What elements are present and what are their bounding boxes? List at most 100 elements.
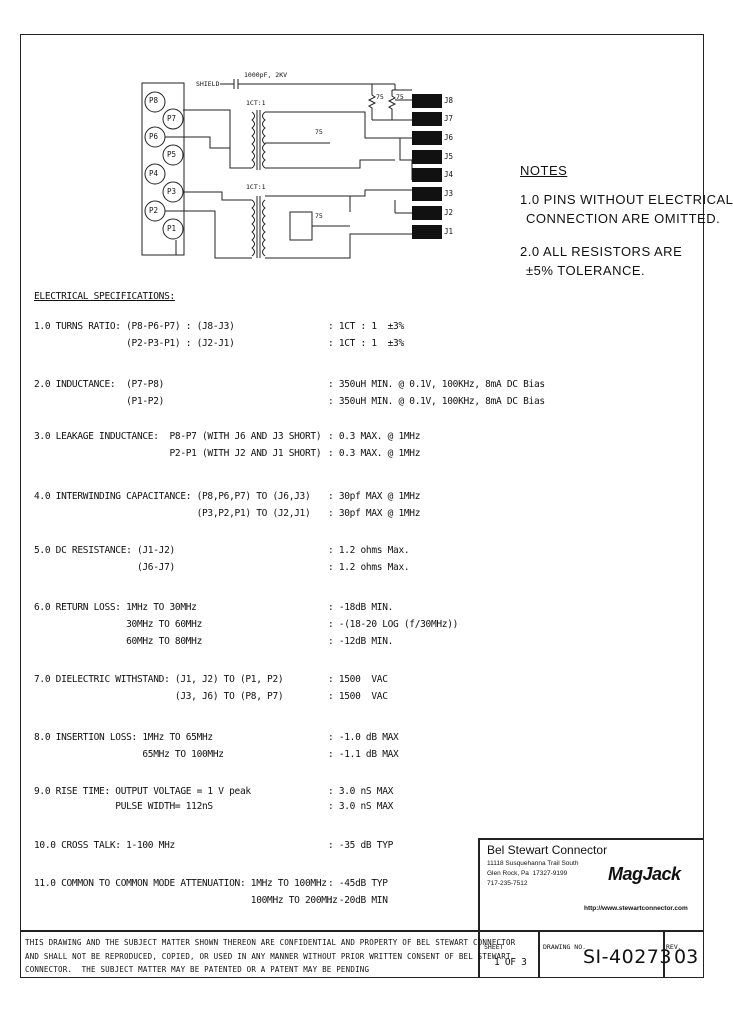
- pin-label: P2: [149, 206, 159, 215]
- pin-label: P8: [149, 96, 159, 105]
- company-name: Bel Stewart Connector: [487, 843, 608, 857]
- turns-ratio-upper: 1CT:1: [246, 99, 266, 107]
- spec-value: : -1.0 dB MAX: [328, 732, 399, 743]
- schematic-diagram: [141, 79, 442, 259]
- capacitor-label: 1000pF, 2KV: [244, 71, 288, 79]
- jack-label: J8: [444, 96, 454, 105]
- spec-value: : -20dB MIN: [328, 895, 388, 906]
- spec-value: : -35 dB TYP: [328, 840, 394, 851]
- spec-value: : -(18-20 LOG (f/30MHz)): [328, 619, 459, 630]
- resistor-label: 75: [315, 128, 323, 136]
- jack-label: J1: [444, 227, 454, 236]
- spec-label: 2.0 INDUCTANCE: (P7-P8): [34, 379, 165, 390]
- spec-value: : 1500 VAC: [328, 674, 388, 685]
- jack-label: J7: [444, 114, 454, 123]
- spec-label: 11.0 COMMON TO COMMON MODE ATTENUATION: …: [34, 878, 327, 889]
- spec-label: PULSE WIDTH= 112nS: [34, 801, 213, 812]
- jack-j8: [412, 94, 442, 108]
- resistor-label: 75: [376, 93, 384, 101]
- spec-value: : 1500 VAC: [328, 691, 388, 702]
- jack-label: J2: [444, 208, 454, 217]
- divider: [478, 838, 480, 930]
- spec-label: 10.0 CROSS TALK: 1-100 MHz: [34, 840, 175, 851]
- spec-value: : -12dB MIN.: [328, 636, 394, 647]
- jack-j2: [412, 206, 442, 220]
- spec-value: : 3.0 nS MAX: [328, 801, 394, 812]
- divider: [663, 930, 665, 978]
- pin-label: P7: [167, 114, 177, 123]
- drawing-number: SI-40273: [583, 946, 672, 968]
- spec-label: 7.0 DIELECTRIC WITHSTAND: (J1, J2) TO (P…: [34, 674, 284, 685]
- spec-label: 4.0 INTERWINDING CAPACITANCE: (P8,P6,P7)…: [34, 491, 311, 502]
- spec-value: : 1.2 ohms Max.: [328, 562, 410, 573]
- confidentiality-notice: THIS DRAWING AND THE SUBJECT MATTER SHOW…: [25, 938, 516, 974]
- pin-label: P5: [167, 150, 177, 159]
- pin-label: P6: [149, 132, 159, 141]
- notes-title: NOTES: [520, 163, 568, 178]
- company-url: http://www.stewartconnector.com: [584, 905, 688, 912]
- jack-label: J3: [444, 189, 454, 198]
- pin-label: P1: [167, 224, 177, 233]
- divider: [538, 930, 540, 978]
- spec-value: : 1CT : 1 ±3%: [328, 338, 404, 349]
- pin-p8: [144, 91, 166, 113]
- jack-j5: [412, 150, 442, 164]
- company-address-1: 11118 Susquehanna Trail South: [487, 860, 579, 867]
- drawing-sheet: [20, 34, 704, 978]
- turns-ratio-lower: 1CT:1: [246, 183, 266, 191]
- note-1-cont: CONNECTION ARE OMITTED.: [526, 211, 721, 226]
- spec-label: (J6-J7): [34, 562, 175, 573]
- spec-label: P2-P1 (WITH J2 AND J1 SHORT): [34, 448, 322, 459]
- jack-label: J6: [444, 133, 454, 142]
- spec-label: 8.0 INSERTION LOSS: 1MHz TO 65MHz: [34, 732, 213, 743]
- pin-label: P4: [149, 169, 159, 178]
- spec-label: (J3, J6) TO (P8, P7): [34, 691, 284, 702]
- spec-value: : 1CT : 1 ±3%: [328, 321, 404, 332]
- jack-j6: [412, 131, 442, 145]
- sheet-value: 1 OF 3: [494, 957, 527, 968]
- spec-value: : 30pf MAX @ 1MHz: [328, 508, 421, 519]
- pin-p7: [162, 108, 184, 130]
- shield-label: SHIELD: [196, 80, 220, 88]
- resistor-label: 75: [315, 212, 323, 220]
- spec-label: 3.0 LEAKAGE INDUCTANCE: P8-P7 (WITH J6 A…: [34, 431, 322, 442]
- company-phone: 717-235-7512: [487, 880, 528, 887]
- jack-j4: [412, 168, 442, 182]
- spec-value: : 30pf MAX @ 1MHz: [328, 491, 421, 502]
- specs-heading: ELECTRICAL SPECIFICATIONS:: [34, 291, 175, 302]
- spec-value: : 350uH MIN. @ 0.1V, 100KHz, 8mA DC Bias: [328, 396, 545, 407]
- spec-label: 100MHz TO 200MHz: [34, 895, 338, 906]
- spec-value: : 1.2 ohms Max.: [328, 545, 410, 556]
- spec-label: 65MHz TO 100MHz: [34, 749, 224, 760]
- resistor-label: 75: [396, 93, 404, 101]
- company-address-2: Glen Rock, Pa 17327-9199: [487, 870, 568, 877]
- spec-value: : 0.3 MAX. @ 1MHz: [328, 431, 421, 442]
- jack-label: J4: [444, 170, 454, 179]
- divider: [478, 930, 480, 978]
- spec-label: (P2-P3-P1) : (J2-J1): [34, 338, 235, 349]
- revision-number: 03: [674, 946, 699, 968]
- sheet-label: SHEET: [484, 943, 504, 951]
- spec-value: : -1.1 dB MAX: [328, 749, 399, 760]
- spec-label: 1.0 TURNS RATIO: (P8-P6-P7) : (J8-J3): [34, 321, 235, 332]
- revision-label: REV.: [666, 943, 682, 951]
- note-1: 1.0 PINS WITHOUT ELECTRICAL: [520, 192, 733, 207]
- divider: [478, 838, 704, 840]
- spec-label: 9.0 RISE TIME: OUTPUT VOLTAGE = 1 V peak: [34, 786, 251, 797]
- pin-p4: [144, 163, 166, 185]
- spec-value: : 0.3 MAX. @ 1MHz: [328, 448, 421, 459]
- spec-label: (P3,P2,P1) TO (J2,J1): [34, 508, 311, 519]
- jack-label: J5: [444, 152, 454, 161]
- divider: [20, 930, 704, 932]
- drawing-number-label: DRAWING NO.: [543, 943, 587, 951]
- spec-label: 60MHz TO 80MHz: [34, 636, 203, 647]
- jack-j1: [412, 225, 442, 239]
- jack-j7: [412, 112, 442, 126]
- spec-label: 30MHz TO 60MHz: [34, 619, 203, 630]
- spec-value: : 350uH MIN. @ 0.1V, 100KHz, 8mA DC Bias: [328, 379, 545, 390]
- spec-value: : -18dB MIN.: [328, 602, 394, 613]
- note-2: 2.0 ALL RESISTORS ARE: [520, 244, 683, 259]
- spec-label: (P1-P2): [34, 396, 165, 407]
- magjack-logo: MagJack: [608, 864, 681, 884]
- note-2-cont: ±5% TOLERANCE.: [526, 263, 646, 278]
